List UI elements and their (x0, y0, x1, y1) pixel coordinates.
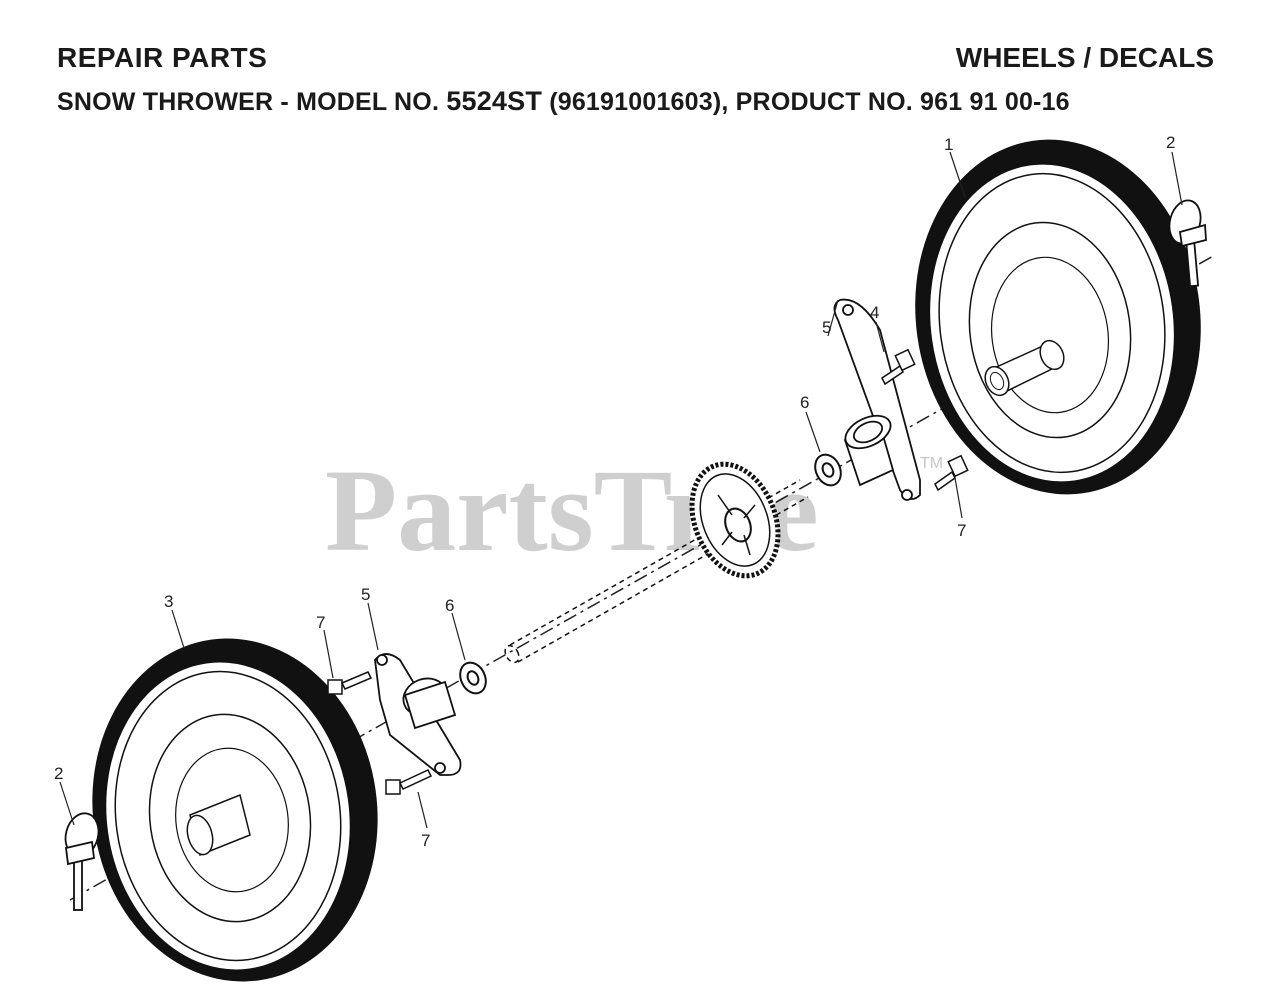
bolt-7-left-bottom (385, 769, 433, 795)
callout-6-left: 6 (445, 596, 454, 615)
bolt-4 (881, 348, 916, 386)
right-washer (814, 453, 842, 487)
left-wheel (92, 638, 378, 982)
callout-2-left: 2 (54, 764, 63, 783)
callout-7-left-bottom: 7 (421, 831, 430, 850)
callout-7-left-top: 7 (316, 613, 325, 632)
callout-1: 1 (944, 135, 953, 154)
subheader-prefix: SNOW THROWER - MODEL NO. (57, 88, 440, 116)
axle-gear (689, 461, 781, 579)
callout-5-right: 5 (822, 318, 831, 337)
subheader-suffix: (96191001603), PRODUCT NO. 961 91 00-16 (549, 88, 1070, 116)
callout-5-left: 5 (361, 585, 370, 604)
section-title: WHEELS / DECALS (955, 42, 1214, 73)
watermark-tm: TM (920, 455, 943, 472)
callout-2-right: 2 (1166, 133, 1175, 152)
left-washer (459, 661, 487, 695)
model-subheader: SNOW THROWER - MODEL NO. 5524ST (9619100… (57, 86, 1070, 117)
callout-4: 4 (870, 303, 879, 322)
callout-7-right: 7 (957, 521, 966, 540)
bolt-7-left-top (327, 671, 373, 695)
callout-6-right: 6 (800, 393, 809, 412)
leader-lines (59, 151, 1183, 829)
right-hitch-pin (1168, 199, 1207, 288)
model-number: 5524ST (446, 86, 543, 116)
axle-shaft (504, 479, 809, 664)
left-hitch-pin (64, 812, 100, 911)
right-bearing-flange (833, 298, 921, 501)
right-wheel (915, 139, 1201, 495)
bolt-7-right (934, 454, 969, 492)
left-bearing-flange (374, 653, 462, 776)
callout-3: 3 (164, 592, 173, 611)
header-title: REPAIR PARTS (57, 42, 268, 73)
